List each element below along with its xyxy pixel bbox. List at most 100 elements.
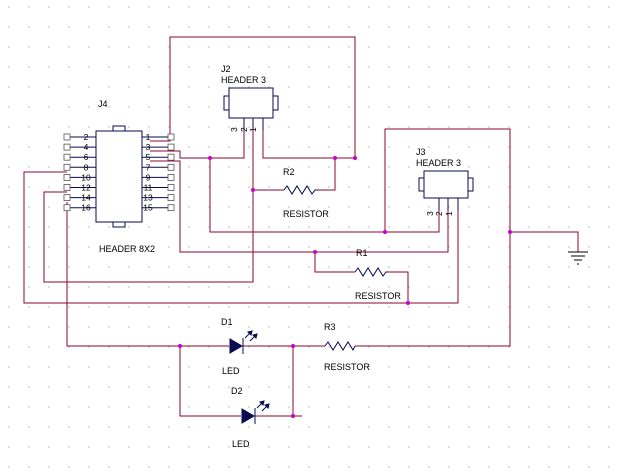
j4-pin-box — [167, 163, 175, 171]
j2-pin-1: 1 — [248, 127, 258, 132]
j4-body — [95, 130, 143, 223]
j4-pin-number: 7 — [146, 162, 151, 172]
r1-zigzag — [354, 267, 388, 277]
j2-ear-left — [223, 95, 230, 111]
j4-pin-number: 15 — [143, 203, 153, 213]
d1-led: D1 LED — [221, 317, 258, 376]
junction-dot — [208, 156, 212, 160]
j4-pin-number: 3 — [146, 142, 151, 152]
j4-pin-box — [63, 143, 71, 151]
j4-pin-number: 5 — [146, 152, 151, 162]
r2-zigzag — [283, 185, 318, 195]
j4-pin-number: 16 — [81, 203, 91, 213]
j4-pin-box — [167, 194, 175, 202]
junctions — [178, 156, 512, 418]
j2-value: HEADER 3 — [221, 75, 266, 85]
j4-pin-box — [63, 204, 71, 212]
j4-pin-number: 4 — [84, 142, 89, 152]
j4-pin-number: 9 — [146, 172, 151, 182]
j2-header: 3 2 1 J2 HEADER 3 — [221, 64, 279, 132]
wire-top-loop — [150, 36, 356, 159]
wire-j4p3-j2p2 — [150, 130, 245, 159]
wire-to-ground — [510, 231, 579, 252]
j2-pin-3: 3 — [229, 127, 239, 132]
j3-body — [423, 170, 469, 199]
d2-led: D2 LED — [231, 386, 270, 449]
j4-pin-box — [167, 153, 175, 161]
d1-triangle — [229, 338, 243, 354]
r2-resistor: R2 RESISTOR — [283, 167, 329, 219]
junction-dot — [406, 301, 410, 305]
j3-pin-3: 3 — [425, 211, 435, 216]
j4-value: HEADER 8X2 — [99, 244, 155, 254]
j3-ear-right — [467, 177, 474, 192]
junction-dot — [353, 156, 357, 160]
j4-pin-box — [63, 133, 71, 141]
ground-symbol — [568, 251, 588, 265]
j4-pin-number: 6 — [84, 152, 89, 162]
junction-dot — [383, 230, 387, 234]
j4-tab-top — [112, 125, 126, 132]
r3-value: RESISTOR — [324, 362, 370, 372]
wire-d2-loop — [179, 346, 241, 417]
j4-pin-number: 2 — [84, 132, 89, 142]
j4-pin-number: 1 — [146, 132, 151, 142]
junction-dot — [333, 156, 337, 160]
junction-dot — [291, 344, 295, 348]
d2-value: LED — [232, 439, 250, 449]
j2-ref: J2 — [221, 64, 231, 74]
j4-pin-number: 11 — [144, 183, 153, 193]
wire-j3p3-loop — [209, 158, 440, 233]
wire-r1-out — [388, 271, 409, 303]
j4-pin-box — [63, 153, 71, 161]
j4-pin-number: 12 — [81, 183, 91, 193]
d1-value: LED — [222, 366, 240, 376]
junction-dot — [313, 250, 317, 254]
junction-dot — [178, 344, 182, 348]
j4-pin-number: 10 — [81, 172, 91, 182]
j4-pin-box — [63, 194, 71, 202]
j3-ear-left — [418, 177, 425, 192]
j2-pin-2: 2 — [239, 127, 249, 132]
wire-right-loop — [355, 128, 511, 347]
junction-dot — [251, 188, 255, 192]
wire-r1-drop — [314, 252, 355, 273]
junction-dot — [508, 230, 512, 234]
j3-ref: J3 — [416, 147, 426, 157]
j4-pin-box — [167, 173, 175, 181]
junction-dot — [291, 414, 295, 418]
j4-pin-box — [167, 204, 175, 212]
j4-pin-box — [167, 184, 175, 191]
r3-ref: R3 — [324, 322, 336, 332]
r1-ref: R1 — [356, 248, 368, 258]
j4-pin-box — [167, 143, 175, 151]
wires — [23, 36, 579, 417]
j4-pin-box — [63, 173, 71, 181]
j4-tab-bottom — [112, 221, 126, 228]
d1-ref: D1 — [221, 317, 233, 327]
j2-ear-right — [272, 95, 279, 111]
r3-zigzag — [324, 341, 356, 352]
d2-triangle — [241, 408, 255, 424]
j4-pin-box — [63, 184, 71, 191]
wire-led-bus — [66, 202, 229, 347]
wire-j4p10-j3p1 — [23, 171, 459, 304]
d2-ref: D2 — [231, 386, 243, 396]
j3-pin-2: 2 — [434, 211, 444, 216]
r3-resistor: R3 RESISTOR — [324, 322, 370, 372]
wire-j4p5-r1 — [150, 160, 315, 253]
wire-r1-right — [315, 210, 449, 253]
j4-pin-number: 14 — [81, 193, 91, 203]
r2-ref: R2 — [283, 167, 295, 177]
j3-pin-1: 1 — [444, 211, 454, 216]
r1-value: RESISTOR — [355, 291, 401, 301]
r1-resistor: R1 RESISTOR — [354, 248, 401, 301]
j4-pin-number: 13 — [143, 193, 153, 203]
j4-pin-box — [167, 133, 175, 141]
j3-header: 3 2 1 J3 HEADER 3 — [416, 147, 474, 216]
j4-pin-box — [63, 163, 71, 171]
j2-body — [228, 87, 274, 119]
